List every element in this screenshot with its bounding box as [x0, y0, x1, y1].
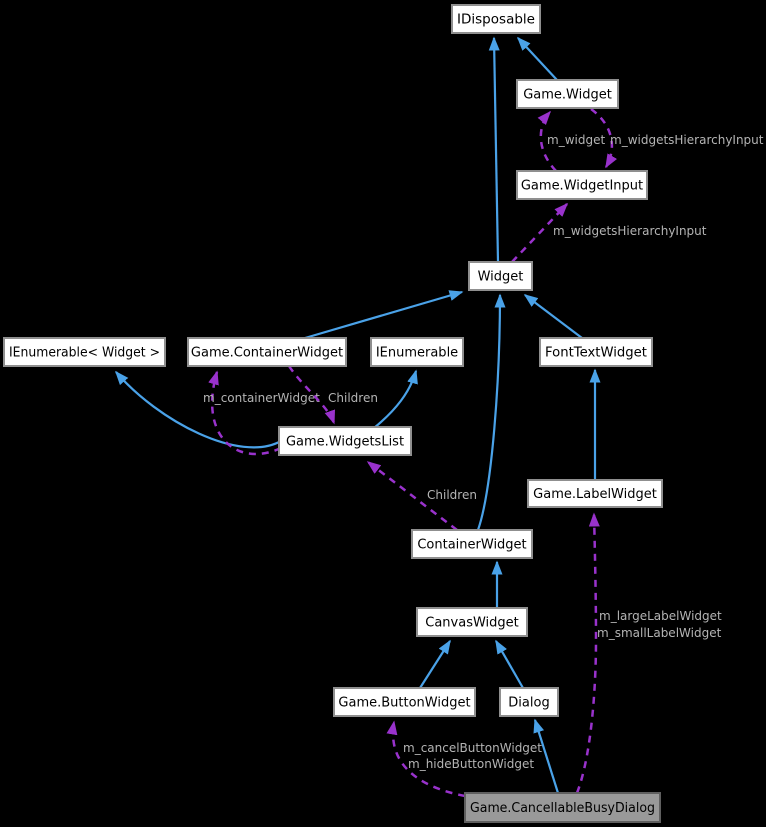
node-label-canvas-widget: CanvasWidget [425, 616, 519, 631]
node-game-cancellable-busy-dialog: Game.CancellableBusyDialog [464, 792, 661, 823]
node-label-game-widget: Game.Widget [523, 88, 612, 103]
edge-label-game-widget-uses-widget-input: m_widgetsHierarchyInput [610, 133, 764, 147]
node-label-container-widget: ContainerWidget [417, 538, 526, 553]
node-box-canvas-widget[interactable] [416, 607, 528, 637]
edge-label-game-container-widget-children: Children [328, 391, 378, 405]
node-label-font-text-widget: FontTextWidget [545, 346, 647, 361]
edge-label-widget-input-uses-game-widget: m_widget [547, 133, 605, 147]
edge-game-container-widget-to-widget [304, 290, 464, 340]
node-box-game-cancellable-busy-dialog [464, 792, 661, 823]
edge-label-widgets-list-uses-game-container-widget: m_containerWidget [203, 391, 320, 405]
node-widget[interactable]: Widget [468, 261, 533, 291]
edge-widget-input-uses-game-widget [537, 110, 557, 172]
node-label-game-cancellable-busy-dialog: Game.CancellableBusyDialog [470, 801, 655, 816]
node-box-game-label-widget[interactable] [527, 479, 663, 508]
node-game-widget[interactable]: Game.Widget [516, 79, 619, 109]
edge-label-cancellable-busy-dialog-uses-label-widget-1: m_smallLabelWidget [597, 626, 722, 640]
node-canvas-widget[interactable]: CanvasWidget [416, 607, 528, 637]
edge-widget-uses-widget-input [511, 202, 569, 263]
node-label-game-button-widget: Game.ButtonWidget [338, 696, 470, 711]
edge-label-container-widget-children: Children [427, 488, 477, 502]
node-box-game-widget[interactable] [516, 79, 619, 109]
edge-game-widget-to-idisposable [516, 36, 558, 81]
edge-cancellable-busy-dialog-uses-label-widget [575, 512, 600, 794]
node-font-text-widget[interactable]: FontTextWidget [539, 337, 653, 367]
node-game-button-widget[interactable]: Game.ButtonWidget [333, 687, 476, 717]
node-box-game-container-widget[interactable] [187, 337, 347, 367]
node-label-game-widget-input: Game.WidgetInput [521, 179, 643, 194]
node-ienumerable-widget[interactable]: IEnumerable< Widget > [3, 337, 166, 367]
node-idisposable[interactable]: IDisposable [451, 4, 541, 34]
edge-widgets-list-uses-game-container-widget [208, 370, 282, 456]
node-label-widget: Widget [478, 270, 524, 285]
node-game-label-widget[interactable]: Game.LabelWidget [527, 479, 663, 508]
node-box-game-button-widget[interactable] [333, 687, 476, 717]
node-label-game-label-widget: Game.LabelWidget [533, 487, 657, 502]
edge-font-text-widget-to-widget [523, 294, 583, 339]
node-label-idisposable: IDisposable [457, 13, 535, 28]
node-container-widget[interactable]: ContainerWidget [411, 529, 533, 559]
node-game-widgets-list[interactable]: Game.WidgetsList [278, 426, 412, 456]
node-label-ienumerable: IEnumerable [376, 346, 458, 361]
edge-cancellable-busy-dialog-uses-button-widget [386, 720, 466, 798]
edge-container-widget-children [366, 461, 458, 531]
node-label-ienumerable-widget: IEnumerable< Widget > [9, 346, 160, 361]
node-box-container-widget[interactable] [411, 529, 533, 559]
node-label-game-container-widget: Game.ContainerWidget [191, 346, 343, 361]
edge-game-button-widget-to-canvas-widget [419, 639, 451, 689]
node-box-ienumerable-widget[interactable] [3, 337, 166, 367]
node-box-font-text-widget[interactable] [539, 337, 653, 367]
node-box-game-widgets-list[interactable] [278, 426, 412, 456]
edge-label-cancellable-busy-dialog-uses-button-widget-1: m_hideButtonWidget [408, 757, 534, 771]
node-game-container-widget[interactable]: Game.ContainerWidget [187, 337, 347, 367]
edge-game-widgets-list-to-ienumerable [373, 369, 418, 429]
node-box-dialog[interactable] [499, 687, 559, 717]
edge-label-cancellable-busy-dialog-uses-label-widget-0: m_largeLabelWidget [599, 609, 722, 623]
edge-label-cancellable-busy-dialog-uses-button-widget-0: m_cancelButtonWidget [403, 741, 542, 755]
edge-widget-to-idisposable [488, 36, 500, 263]
node-box-ienumerable[interactable] [370, 337, 464, 367]
edge-game-widgets-list-to-ienumerable-widget [115, 370, 282, 449]
node-box-idisposable[interactable] [451, 4, 541, 34]
edge-game-container-widget-children [287, 365, 336, 425]
edge-container-widget-to-widget [476, 293, 506, 531]
edge-dialog-to-canvas-widget [495, 639, 524, 689]
node-label-dialog: Dialog [508, 696, 549, 711]
edge-label-widget-uses-widget-input: m_widgetsHierarchyInput [553, 224, 707, 238]
node-game-widget-input[interactable]: Game.WidgetInput [516, 170, 648, 200]
node-box-game-widget-input[interactable] [516, 170, 648, 200]
node-box-widget[interactable] [468, 261, 533, 291]
node-dialog[interactable]: Dialog [499, 687, 559, 717]
edge-cancellable-busy-dialog-to-dialog [533, 718, 560, 794]
node-label-game-widgets-list: Game.WidgetsList [286, 435, 404, 450]
node-ienumerable[interactable]: IEnumerable [370, 337, 464, 367]
